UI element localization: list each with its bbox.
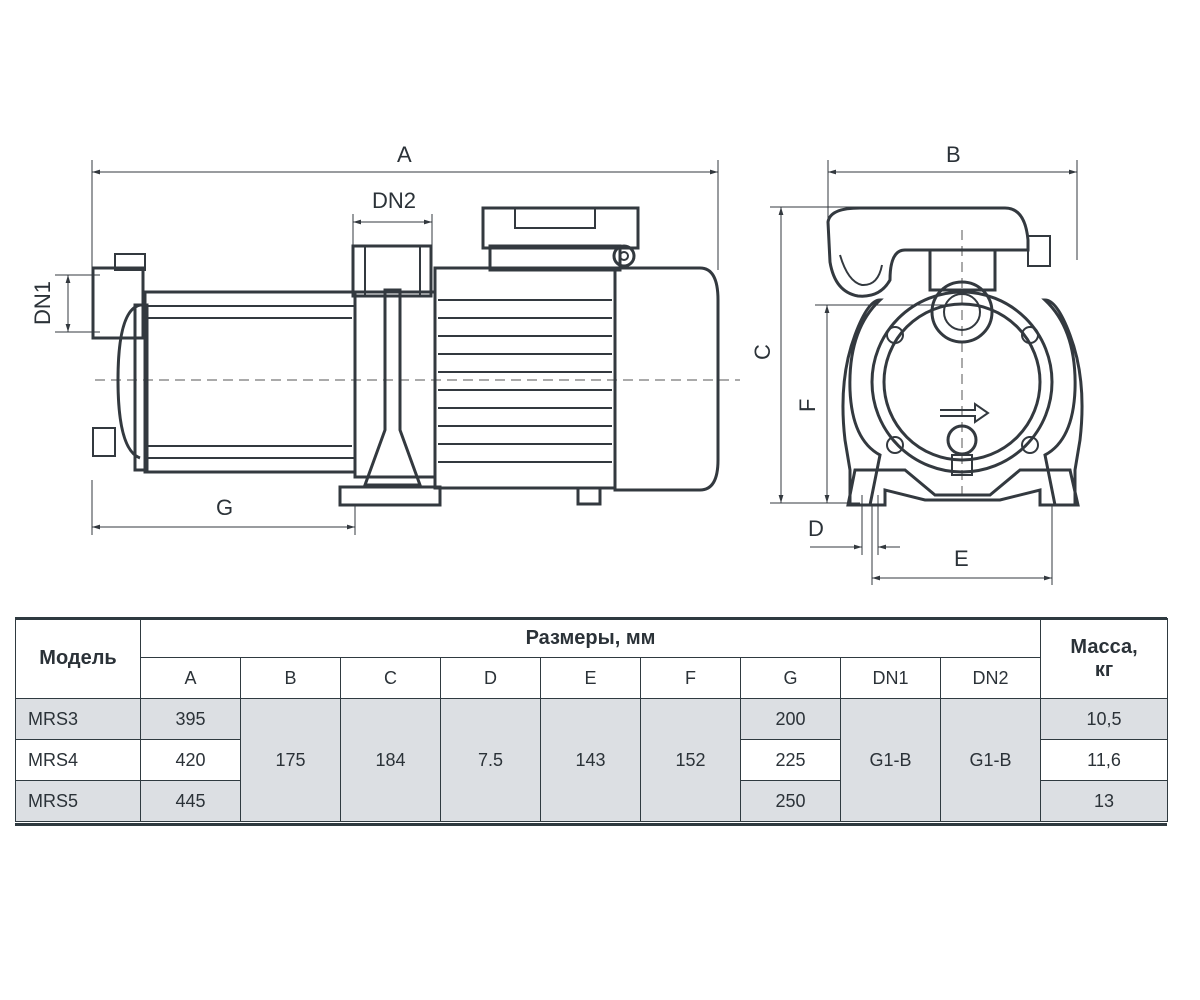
value-cell-dn1: G1-B	[840, 698, 941, 822]
value-cell-a: 445	[140, 780, 241, 822]
mass-header: Масса, кг	[1040, 618, 1169, 699]
dimensions-header: Размеры, мм	[139, 618, 1042, 658]
side-view: A DN2 DN1 G	[30, 142, 740, 535]
column-header: G	[740, 657, 841, 699]
value-cell-dn2: G1-B	[939, 698, 1042, 822]
column-header: B	[240, 657, 341, 699]
column-header: E	[540, 657, 641, 699]
mass-header-line2: кг	[1094, 658, 1114, 681]
value-cell-c: 184	[340, 698, 441, 822]
column-header: F	[640, 657, 741, 699]
table-bottom-rule	[15, 823, 1167, 826]
table-header-row-1: Модель Размеры, мм Масса, кг	[15, 618, 1169, 699]
value-cell-d: 7.5	[440, 698, 541, 822]
model-cell: MRS5	[15, 780, 141, 822]
mass-cell: 10,5	[1040, 698, 1169, 740]
value-cell-e: 143	[540, 698, 641, 822]
dim-label-f: F	[795, 399, 820, 412]
model-cell: MRS4	[15, 739, 141, 781]
value-cell-a: 420	[140, 739, 241, 781]
value-cell-g: 225	[740, 739, 841, 781]
dim-label-a: A	[397, 142, 412, 167]
table-header-row-2: A B C D E F G DN1 DN2	[16, 657, 1168, 699]
model-header: Модель	[15, 618, 141, 699]
dim-label-d: D	[808, 516, 824, 541]
value-cell-g: 200	[740, 698, 841, 740]
model-cell: MRS3	[15, 698, 141, 740]
column-header: DN1	[840, 657, 941, 699]
dim-label-b: B	[946, 142, 961, 167]
dim-label-g: G	[216, 495, 233, 520]
mass-header-line1: Масса,	[1070, 635, 1138, 658]
value-cell-f: 152	[640, 698, 741, 822]
column-header: D	[440, 657, 541, 699]
front-view: B C F D E	[750, 142, 1084, 585]
column-header: C	[340, 657, 441, 699]
table-row: MRS4 420 225 11,6	[15, 739, 1169, 781]
pump-dimension-drawing: A DN2 DN1 G	[30, 142, 1084, 585]
dim-label-e: E	[954, 546, 969, 571]
dimensions-table: Модель Размеры, мм Масса, кг A B C D E F…	[15, 618, 1169, 822]
mass-cell: 13	[1040, 780, 1169, 822]
dim-label-dn1: DN1	[30, 281, 55, 325]
column-header: A	[140, 657, 241, 699]
value-cell-g: 250	[740, 780, 841, 822]
dim-label-dn2: DN2	[372, 188, 416, 213]
table-row: MRS3 395 175 184 7.5 143 152 200 G1-B G1…	[15, 698, 1169, 822]
column-header: DN2	[939, 657, 1042, 699]
value-cell-a: 395	[140, 698, 241, 740]
value-cell-b: 175	[240, 698, 341, 822]
table-row: MRS5 445 250 13	[15, 780, 1169, 822]
dim-label-c: C	[750, 344, 775, 360]
mass-cell: 11,6	[1040, 739, 1169, 781]
